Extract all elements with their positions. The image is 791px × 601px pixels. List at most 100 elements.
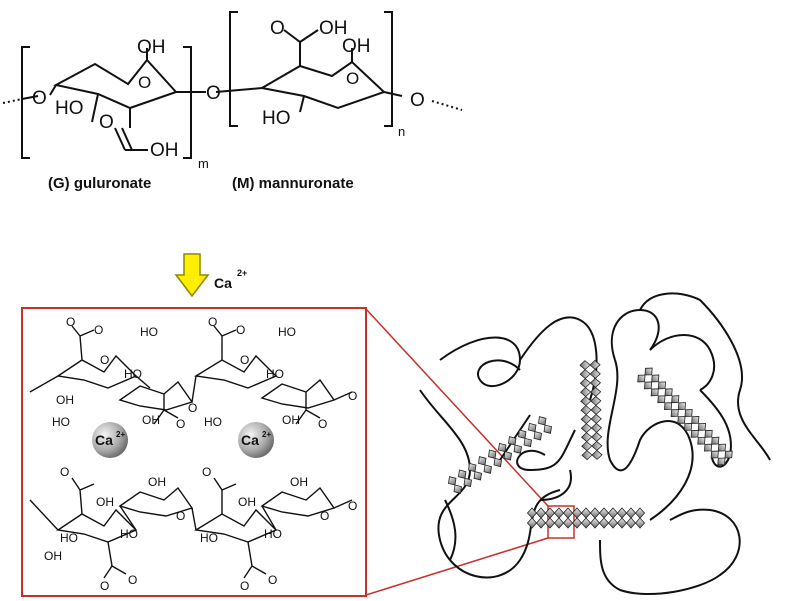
junction-bead [598, 507, 610, 519]
bond [299, 95, 305, 113]
junction-bead [562, 517, 574, 529]
junction-bead [580, 387, 592, 398]
atom-o: O [348, 499, 357, 513]
junction-zones [448, 359, 733, 529]
junction-bead [513, 444, 522, 454]
atom-oh: OH [56, 393, 74, 407]
atom-o: O [208, 315, 217, 329]
bond [29, 375, 59, 393]
guluronate-label: (G) guluronate [48, 175, 151, 192]
bond [383, 91, 403, 97]
bond [135, 375, 151, 389]
atom-ho: HO [204, 415, 222, 429]
polymer-chain [599, 508, 741, 596]
bond [103, 541, 127, 579]
bond [213, 325, 237, 360]
atom-oh: OH [342, 36, 371, 57]
ring [56, 354, 138, 389]
junction-bead [717, 457, 726, 466]
junction-bead [684, 423, 693, 431]
atom-ho: HO [52, 415, 70, 429]
junction-bead [690, 429, 699, 438]
atom-o: O [240, 353, 249, 367]
atom-ho: HO [264, 527, 282, 541]
bond [119, 505, 137, 531]
chain-end-left [2, 98, 23, 104]
atom-o: O [128, 573, 137, 587]
atom-ho: HO [266, 367, 284, 381]
junction-zone [579, 359, 603, 461]
bond [299, 29, 319, 43]
atom-ho: HO [60, 531, 78, 545]
bond [295, 392, 321, 425]
atom-o: O [100, 579, 109, 593]
atom-o: O [94, 323, 103, 337]
arrow-ion-label: Ca [214, 275, 232, 291]
junction-bead [607, 507, 619, 519]
junction-zone [637, 367, 733, 466]
callout-line-top [365, 308, 549, 507]
junction-bead [616, 517, 628, 529]
g-bracket-right [183, 46, 192, 159]
junction-bead [710, 450, 719, 459]
polymer-chain [499, 414, 531, 461]
junction-bead [589, 359, 601, 370]
down-arrow-icon [174, 253, 210, 298]
ring [193, 508, 278, 543]
calcium-ion-left [92, 422, 128, 458]
atom-o: O [318, 417, 327, 431]
junction-zone [448, 416, 552, 494]
junction-bead [579, 378, 591, 389]
bond [191, 375, 197, 403]
atom-ho: HO [120, 527, 138, 541]
junction-bead [581, 441, 593, 452]
atom-oh: OH [44, 549, 62, 563]
calcium-ion-right [238, 422, 274, 458]
junction-bead [634, 517, 646, 529]
junction-bead [483, 464, 492, 474]
atom-ho: HO [278, 325, 296, 339]
bond [191, 507, 197, 531]
atom-ho: HO [55, 98, 84, 119]
bond [71, 325, 95, 361]
junction-bead [535, 517, 547, 529]
atom-o: O [188, 401, 197, 415]
junction-bead [590, 395, 602, 406]
atom-oh: OH [137, 37, 166, 58]
atom-o: O [410, 90, 425, 111]
junction-bead [579, 369, 591, 380]
polymer-chain [649, 334, 716, 391]
atom-oh: OH [319, 18, 348, 39]
atom-oh: OH [150, 140, 179, 161]
g-bracket-left [21, 46, 30, 159]
junction-bead [493, 457, 502, 468]
junction-bead [637, 374, 646, 383]
bond [153, 394, 179, 425]
chain-end-right [431, 100, 463, 111]
atom-o: O [348, 389, 357, 403]
bond [114, 127, 126, 151]
atom-o: O [176, 509, 185, 523]
junction-bead [535, 507, 547, 519]
m-bracket-left [229, 11, 238, 127]
junction-bead [607, 517, 619, 529]
bond [21, 95, 39, 100]
bond [243, 541, 267, 579]
junction-bead [581, 432, 593, 443]
junction-bead [571, 517, 583, 529]
calcium-charge-left: 2+ [116, 430, 125, 439]
atom-ho: HO [124, 367, 142, 381]
calcium-label-left: Ca [95, 432, 113, 448]
calcium-addition-arrow: Ca 2+ [174, 253, 247, 298]
subscript-m: m [198, 156, 209, 171]
junction-bead [625, 517, 637, 529]
atom-o-ring: O [138, 73, 151, 92]
bond [333, 499, 353, 509]
atom-o: O [240, 579, 249, 593]
atom-o: O [236, 323, 245, 337]
junction-zone [526, 507, 646, 529]
bond [71, 477, 95, 515]
junction-bead [590, 404, 602, 415]
junction-bead [590, 422, 602, 433]
